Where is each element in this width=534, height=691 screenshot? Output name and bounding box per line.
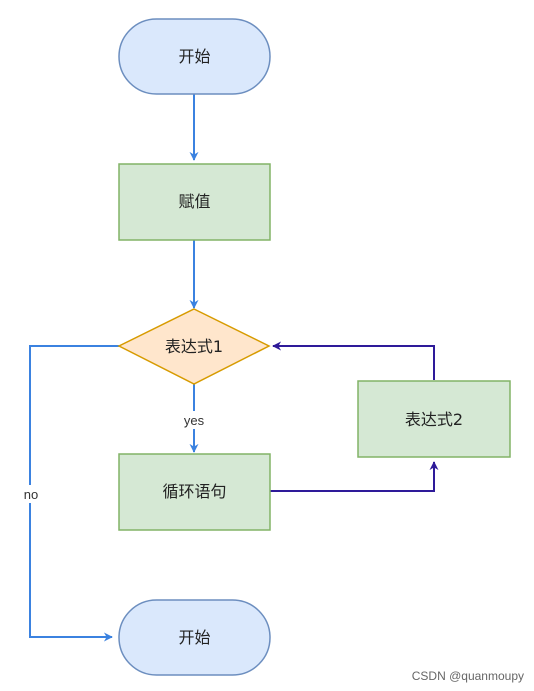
loop-label: 循环语句 — [162, 482, 226, 501]
edge-expr1-to-end-no — [29, 345, 119, 642]
assign-process — [118, 163, 271, 241]
watermark: CSDN @quanmoupy — [412, 669, 524, 683]
assign-label: 赋值 — [178, 192, 210, 211]
edge-loop-to-expr2 — [270, 461, 439, 492]
expr2-label: 表达式2 — [405, 410, 463, 429]
end-terminal — [118, 599, 271, 676]
yes-label: yes — [184, 413, 205, 428]
yes-label-bg — [180, 411, 208, 429]
expr1-decision — [117, 308, 271, 385]
start-terminal — [118, 18, 271, 95]
expr2-process — [357, 380, 511, 458]
expr1-label: 表达式1 — [165, 337, 223, 356]
end-label: 开始 — [178, 628, 210, 647]
loop-process — [118, 453, 271, 531]
no-label: no — [24, 487, 38, 502]
no-label-bg — [20, 485, 42, 503]
start-label: 开始 — [178, 47, 210, 66]
edge-expr2-to-expr1 — [272, 341, 435, 380]
